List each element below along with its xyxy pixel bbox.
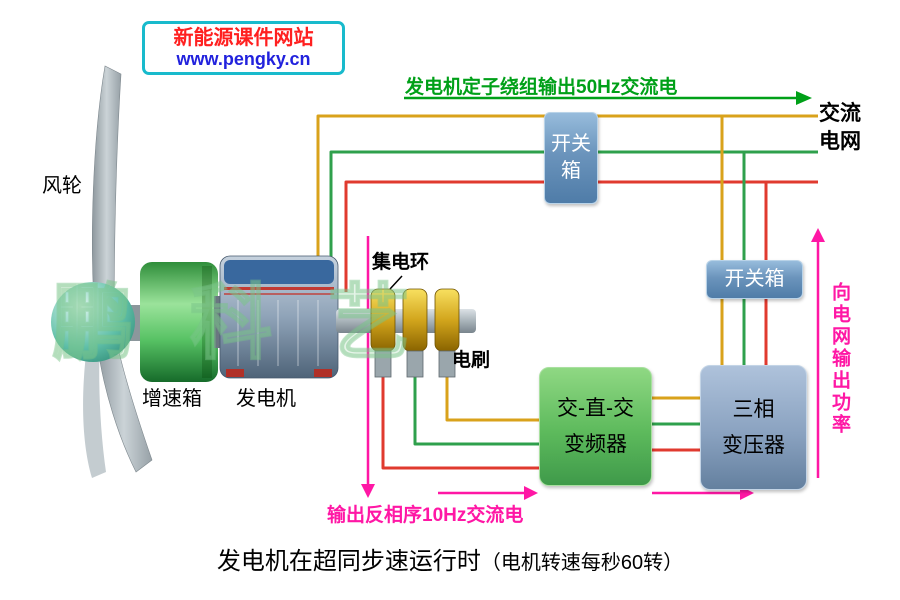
transformer-line2: 变压器	[722, 433, 785, 457]
converter-box: 交-直-交 变频器	[539, 367, 652, 486]
stator-wires	[316, 114, 818, 292]
diagram-title: 发电机在超同步速运行时（电机转速每秒60转）	[0, 541, 900, 576]
label-gearbox: 增速箱	[142, 388, 202, 410]
stator-output-arrow	[404, 91, 812, 105]
rotor-hub	[51, 282, 150, 362]
transformer-box: 三相 变压器	[700, 365, 807, 490]
converter-line2: 变频器	[564, 432, 627, 456]
site-name: 新能源课件网站	[173, 26, 314, 49]
rotor-blades	[83, 65, 153, 478]
diagram-title-main: 发电机在超同步速运行时	[216, 548, 481, 575]
annotation-power-to-grid: 向电网输出功率	[829, 282, 850, 436]
site-url: www.pengky.cn	[176, 48, 311, 69]
converter-line1: 交-直-交	[557, 396, 634, 420]
label-ac-grid-line2: 电网	[819, 130, 861, 154]
rotor-wires	[381, 372, 704, 470]
diagram-title-note: （电机转速每秒60转）	[480, 552, 684, 574]
label-brushes: 电刷	[452, 350, 491, 371]
label-generator: 发电机	[236, 388, 296, 410]
gearbox-body	[140, 262, 218, 382]
grid-branch-wires	[720, 116, 768, 370]
label-wind-rotor: 风轮	[42, 175, 82, 197]
label-ac-grid-line1: 交流	[819, 102, 861, 125]
switch-box-top: 开关 箱	[544, 112, 598, 204]
switch-box-top-line2: 箱	[561, 160, 581, 182]
generator-body	[214, 255, 339, 379]
switch-box-right-label: 开关箱	[724, 268, 785, 290]
label-ac-grid: 交流 电网	[819, 100, 861, 157]
label-slip-ring: 集电环	[372, 252, 430, 273]
switch-box-top-line1: 开关	[551, 133, 591, 155]
slip-rings	[370, 275, 460, 352]
site-banner: 新能源课件网站 www.pengky.cn	[142, 21, 345, 75]
power-flow-arrow	[811, 228, 825, 478]
annotation-stator-output: 发电机定子绕组输出50Hz交流电	[405, 77, 678, 98]
brushes	[374, 350, 456, 378]
annotation-rotor-output: 输出反相序10Hz交流电	[327, 505, 524, 526]
switch-box-right: 开关箱	[706, 260, 803, 299]
transformer-line1: 三相	[732, 397, 775, 421]
